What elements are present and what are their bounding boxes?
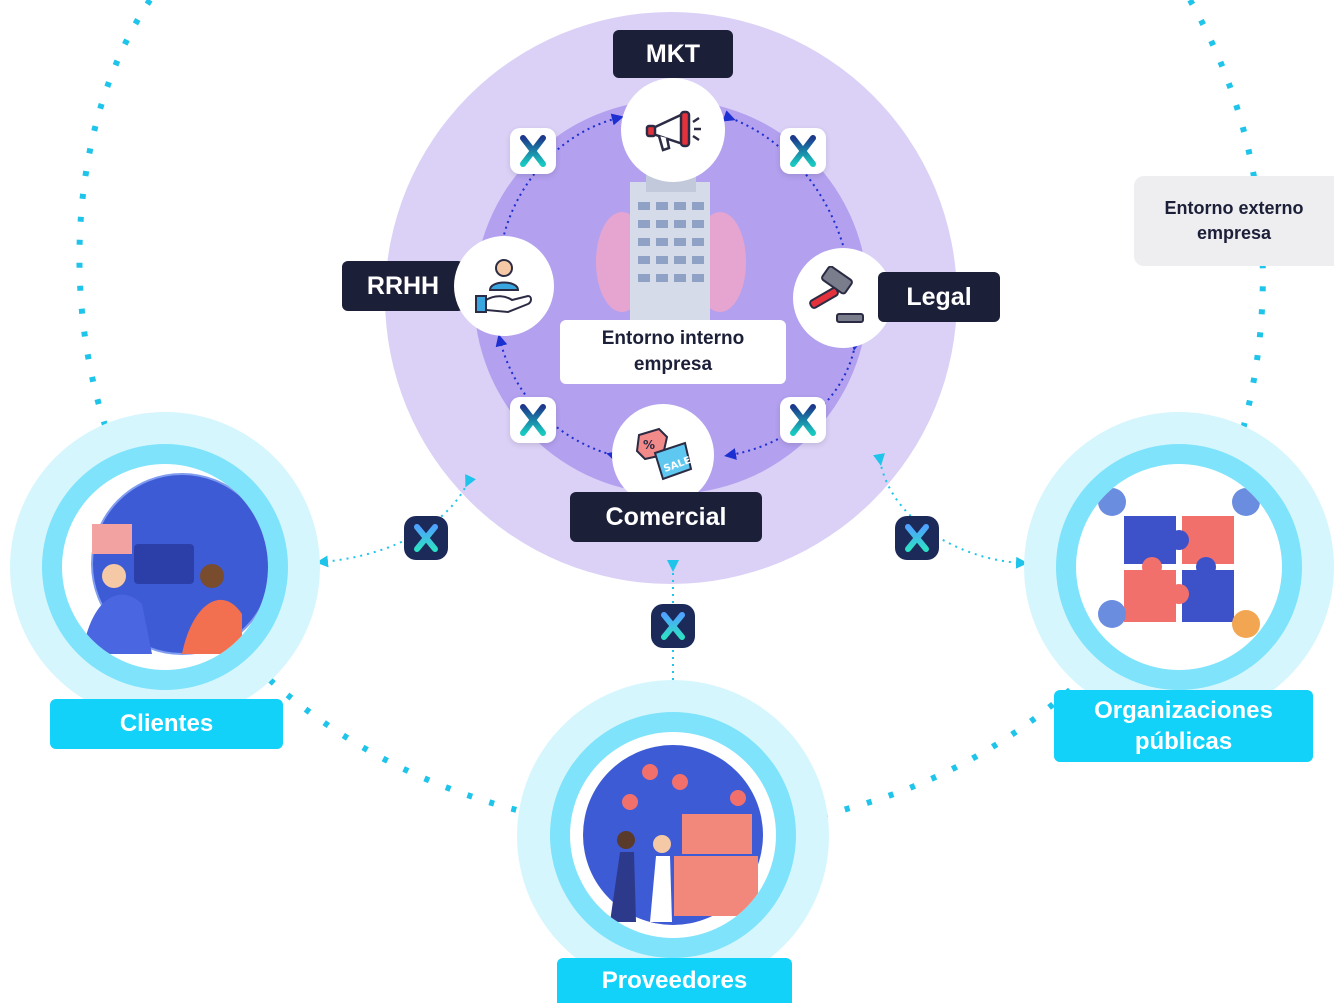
arrow-mkt-to-legal <box>722 110 853 271</box>
rrhh-label: RRHH <box>342 261 464 311</box>
proveedores-label-text: Proveedores <box>601 966 748 994</box>
center-title-box: Entorno interno empresa <box>560 320 786 384</box>
mkt-label-text: MKT <box>645 39 701 68</box>
gavel-icon <box>809 266 864 323</box>
legal-label: Legal <box>878 272 1000 322</box>
rrhh-label-text: RRHH <box>366 271 440 300</box>
center-title: Entorno interno empresa <box>601 328 745 375</box>
external-title-box: Entorno externo empresa <box>1134 176 1334 266</box>
legal-label-text: Legal <box>906 282 972 311</box>
x-connector-proveedores <box>651 604 695 648</box>
arrow-comercial-to-rrhh <box>495 334 620 463</box>
comercial-label-text: Comercial <box>605 502 727 531</box>
outer-dotted-arc-left <box>76 0 153 442</box>
x-logo-icon <box>790 404 816 436</box>
clientes-label-text: Clientes <box>119 710 214 738</box>
arrow-center-to-clientes <box>316 474 476 568</box>
sale-tag-icon: % SALE <box>635 427 693 481</box>
building-illustration <box>592 172 748 320</box>
x-connector-top-left <box>510 128 556 174</box>
megaphone-icon <box>645 110 701 152</box>
hand-person-icon <box>475 259 532 314</box>
organizaciones-label-text: Organizaciones públicas <box>1094 696 1273 755</box>
x-logo-icon <box>520 135 546 167</box>
x-connector-clientes <box>404 516 448 560</box>
x-logo-icon <box>414 524 438 552</box>
x-logo-icon <box>790 135 816 167</box>
organizaciones-illustration <box>1076 464 1282 670</box>
x-connector-organizaciones <box>895 516 939 560</box>
comercial-node: % SALE <box>612 404 714 506</box>
comercial-label: Comercial <box>570 492 762 542</box>
x-logo-icon <box>905 524 929 552</box>
outer-dotted-arc-bottom-left <box>268 677 561 823</box>
svg-text:%: % <box>643 438 655 452</box>
proveedores-label: Proveedores <box>557 958 792 1003</box>
external-title: Entorno externo empresa <box>1164 197 1304 243</box>
organizaciones-label: Organizaciones públicas <box>1054 690 1313 762</box>
legal-node <box>793 248 893 348</box>
arrow-rrhh-to-mkt <box>493 113 624 265</box>
mkt-node <box>621 78 725 182</box>
x-connector-bottom-left <box>510 397 556 443</box>
clientes-label: Clientes <box>50 699 283 749</box>
x-logo-icon <box>520 404 546 436</box>
proveedores-illustration <box>570 732 776 938</box>
x-connector-top-right <box>780 128 826 174</box>
x-logo-icon <box>661 612 685 640</box>
clientes-illustration <box>62 464 268 670</box>
mkt-label: MKT <box>613 30 733 78</box>
rrhh-node <box>454 236 554 336</box>
x-connector-bottom-right <box>780 397 826 443</box>
